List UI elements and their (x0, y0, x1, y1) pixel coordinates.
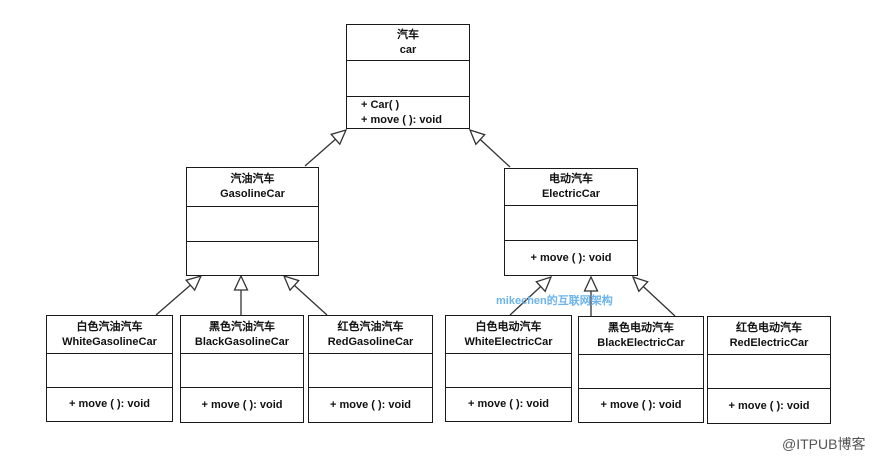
class-red-gasoline-car-operations: + move ( ): void (309, 387, 432, 422)
arrow-black-gas-to-gasoline (233, 274, 249, 315)
operation: + move ( ): void (600, 399, 682, 411)
class-gasoline-car-cn-name: 汽油汽车 (230, 173, 275, 185)
class-gasoline-car-operations (187, 241, 318, 275)
arrow-gasoline-to-car (304, 128, 348, 167)
class-red-electric-car-operations: + move ( ): void (708, 388, 830, 423)
class-car-en-name: car (399, 43, 417, 56)
class-black-gasoline-car-cn-name: 黑色汽油汽车 (209, 320, 275, 333)
class-white-electric-car-attributes (446, 353, 571, 387)
operation: + move ( ): void (530, 251, 612, 264)
class-black-gasoline-car-attributes (181, 353, 303, 387)
class-car-operations: + Car( ) + move ( ): void (347, 96, 469, 128)
class-white-electric-car-en-name: WhiteElectricCar (464, 335, 553, 348)
class-red-gasoline-car-en-name: RedGasolineCar (327, 335, 414, 348)
class-white-electric-car[interactable]: 白色电动汽车 WhiteElectricCar + move ( ): void (445, 315, 572, 422)
class-red-electric-car-cn-name: 红色电动汽车 (736, 321, 802, 334)
class-red-electric-car-attributes (708, 354, 830, 388)
arrow-black-ele-to-electric (583, 275, 599, 316)
class-black-electric-car-attributes (579, 354, 703, 388)
arrow-white-ele-to-electric (509, 275, 553, 316)
operation: + move ( ): void (330, 398, 411, 411)
class-white-electric-car-operations: + move ( ): void (446, 387, 571, 421)
class-red-gasoline-car-attributes (309, 353, 432, 387)
class-car-attributes (347, 60, 469, 96)
operation: + move ( ): void (69, 398, 150, 410)
class-gasoline-car-attributes (187, 206, 318, 241)
class-white-gasoline-car-en-name: WhiteGasolineCar (62, 335, 157, 348)
arrow-red-gas-to-gasoline (282, 274, 328, 316)
class-gasoline-car[interactable]: 汽油汽车 GasolineCar (186, 167, 319, 276)
class-black-electric-car-cn-name: 黑色电动汽车 (608, 321, 674, 334)
arrow-white-gas-to-gasoline (155, 274, 203, 316)
operation: + move ( ): void (468, 398, 549, 410)
class-car-cn-name: 汽车 (397, 28, 419, 41)
class-white-electric-car-cn-name: 白色电动汽车 (475, 320, 542, 333)
operation: + Car( ) (361, 98, 400, 111)
class-white-gasoline-car-attributes (47, 353, 172, 387)
class-black-gasoline-car-operations: + move ( ): void (181, 387, 303, 422)
class-electric-car-cn-name: 电动汽车 (549, 173, 593, 185)
class-black-electric-car-en-name: BlackElectricCar (597, 336, 685, 349)
class-white-gasoline-car-operations: + move ( ): void (47, 387, 172, 421)
class-black-gasoline-car-en-name: BlackGasolineCar (194, 335, 290, 348)
operation: + move ( ): void (201, 398, 283, 411)
class-car[interactable]: 汽车 car + Car( ) + move ( ): void (346, 24, 470, 129)
arrow-electric-to-car (468, 128, 511, 168)
operation: + move ( ): void (728, 399, 810, 412)
class-white-gasoline-car-cn-name: 白色汽油汽车 (76, 320, 143, 333)
class-red-gasoline-car-cn-name: 红色汽油汽车 (337, 320, 404, 333)
operation: + move ( ): void (361, 113, 442, 126)
class-electric-car-en-name: ElectricCar (541, 188, 601, 200)
class-black-electric-car-operations: + move ( ): void (579, 388, 703, 422)
corner-watermark: @ITPUB博客 (782, 436, 866, 452)
class-red-electric-car-en-name: RedElectricCar (729, 336, 809, 349)
class-black-gasoline-car[interactable]: 黑色汽油汽车 BlackGasolineCar + move ( ): void (180, 315, 304, 423)
arrow-red-ele-to-electric (631, 275, 676, 317)
class-electric-car-attributes (505, 205, 637, 240)
class-white-gasoline-car[interactable]: 白色汽油汽车 WhiteGasolineCar + move ( ): void (46, 315, 173, 422)
class-electric-car[interactable]: 电动汽车 ElectricCar + move ( ): void (504, 168, 638, 276)
class-red-electric-car[interactable]: 红色电动汽车 RedElectricCar + move ( ): void (707, 316, 831, 424)
class-gasoline-car-en-name: GasolineCar (220, 188, 285, 200)
class-red-gasoline-car[interactable]: 红色汽油汽车 RedGasolineCar + move ( ): void (308, 315, 433, 423)
class-black-electric-car[interactable]: 黑色电动汽车 BlackElectricCar + move ( ): void (578, 316, 704, 423)
watermark: mikechen的互联网架构 (496, 295, 613, 307)
class-electric-car-operations: + move ( ): void (505, 240, 637, 275)
